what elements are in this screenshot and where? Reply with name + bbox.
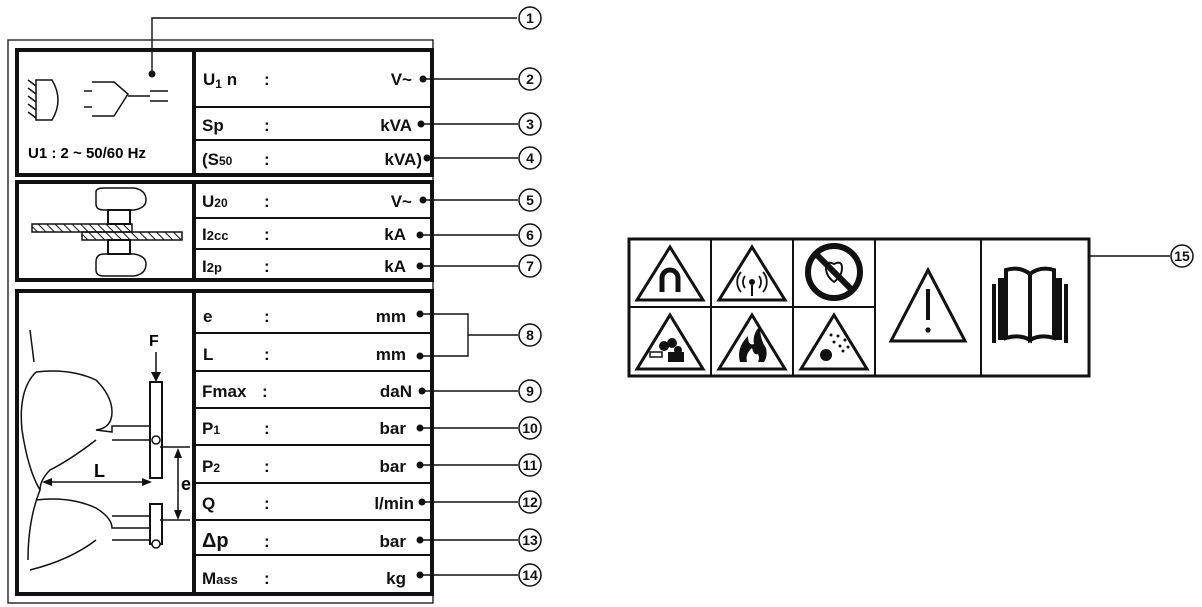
row-label: e xyxy=(203,307,212,326)
plate-section-mechanical: F L e xyxy=(15,289,434,596)
row-label: I2p xyxy=(202,257,222,276)
harmful-fumes-warning-icon xyxy=(634,312,706,371)
row-unit: mm xyxy=(376,307,406,326)
callout-7: 7 xyxy=(518,254,542,278)
row-label: Fmax xyxy=(202,382,247,401)
svg-text:1: 1 xyxy=(526,10,534,26)
callout-markers: 1 2 3 4 5 6 7 8 9 10 11 12 13 14 15 xyxy=(518,6,1194,587)
row-sep: : xyxy=(264,494,270,513)
callout-10: 10 xyxy=(518,416,542,440)
callout-12: 12 xyxy=(518,490,542,514)
row-label: I2cc xyxy=(202,225,228,244)
svg-text:5: 5 xyxy=(526,192,534,208)
radio-wave-warning-icon xyxy=(716,244,788,302)
callout-14: 14 xyxy=(518,563,542,587)
sparks-warning-icon xyxy=(798,312,870,371)
row-sep: : xyxy=(262,382,268,401)
row-unit: kVA) xyxy=(385,150,422,169)
svg-text:13: 13 xyxy=(522,532,538,548)
plate-section-supply: U1 : 2 ~ 50/60 Hz xyxy=(15,48,434,177)
row-label: (S50 xyxy=(202,150,233,169)
row-label: Sp xyxy=(202,116,224,135)
row-sep: : xyxy=(264,457,270,476)
row-sep: : xyxy=(264,532,270,551)
row-unit: bar xyxy=(380,419,407,438)
row-label: Mass xyxy=(202,569,238,588)
callout-1: 1 xyxy=(518,6,542,30)
supply-label: U1 : 2 ~ 50/60 Hz xyxy=(28,145,146,162)
row-label: U20 xyxy=(202,192,228,211)
row-label: U1 n xyxy=(203,70,237,91)
plate-rows: U1 n Sp (S50 U20 I2cc I2p e L Fmax P1 P2… xyxy=(202,70,422,588)
row-unit: V~ xyxy=(391,70,412,89)
svg-text:6: 6 xyxy=(526,227,534,243)
callout-5: 5 xyxy=(518,188,542,212)
row-label: P2 xyxy=(202,457,220,476)
row-label: L xyxy=(203,345,213,364)
row-sep: : xyxy=(264,192,270,211)
callout-11: 11 xyxy=(518,453,542,477)
row-unit: V~ xyxy=(391,192,412,211)
row-unit: daN xyxy=(380,382,412,401)
mains-plug-icon xyxy=(27,70,168,121)
row-sep: : xyxy=(264,345,270,364)
svg-text:12: 12 xyxy=(522,494,538,510)
svg-text:10: 10 xyxy=(522,420,538,436)
gap-label: e xyxy=(181,474,191,494)
callout-2: 2 xyxy=(518,67,542,91)
row-sep: : xyxy=(264,150,270,169)
row-sep: : xyxy=(264,419,270,438)
callout-leaders xyxy=(151,17,1170,579)
force-label: F xyxy=(149,333,159,350)
svg-text:7: 7 xyxy=(526,258,534,274)
row-sep: : xyxy=(264,116,270,135)
callout-3: 3 xyxy=(518,112,542,136)
row-label: Δp xyxy=(202,530,229,552)
no-pacemaker-icon xyxy=(805,243,863,301)
row-unit: bar xyxy=(380,532,407,551)
length-label: L xyxy=(94,461,105,481)
plate-section-secondary xyxy=(15,180,434,282)
row-unit: kA xyxy=(384,225,406,244)
svg-text:2: 2 xyxy=(526,71,534,87)
row-label: Q xyxy=(202,494,215,513)
callout-15: 15 xyxy=(1170,244,1194,268)
svg-text:15: 15 xyxy=(1174,248,1190,264)
callout-8: 8 xyxy=(518,323,542,347)
row-sep: : xyxy=(264,225,270,244)
read-manual-icon xyxy=(992,266,1068,344)
callout-9: 9 xyxy=(518,379,542,403)
magnetic-field-warning-icon xyxy=(634,244,706,302)
callout-6: 6 xyxy=(518,223,542,247)
warning-label xyxy=(627,237,1091,378)
callout-4: 4 xyxy=(518,146,542,170)
electrode-clamp-icon xyxy=(31,187,183,277)
flammable-warning-icon xyxy=(716,312,788,371)
general-warning-icon xyxy=(888,266,968,343)
row-sep: : xyxy=(264,307,270,326)
row-unit: kVA xyxy=(380,116,412,135)
row-unit: l/min xyxy=(374,494,414,513)
svg-text:11: 11 xyxy=(523,457,538,473)
svg-text:9: 9 xyxy=(526,383,534,399)
row-sep: : xyxy=(264,70,270,89)
welding-arm-icon xyxy=(20,329,190,571)
svg-text:4: 4 xyxy=(526,150,534,166)
svg-text:8: 8 xyxy=(526,327,534,343)
row-label: P1 xyxy=(202,419,220,438)
row-sep: : xyxy=(264,569,270,588)
row-unit: mm xyxy=(376,345,406,364)
row-unit: kg xyxy=(386,569,406,588)
row-sep: : xyxy=(264,257,270,276)
callout-13: 13 xyxy=(518,528,542,552)
row-unit: bar xyxy=(380,457,407,476)
svg-text:14: 14 xyxy=(522,567,538,583)
svg-text:3: 3 xyxy=(526,116,534,132)
row-unit: kA xyxy=(384,257,406,276)
